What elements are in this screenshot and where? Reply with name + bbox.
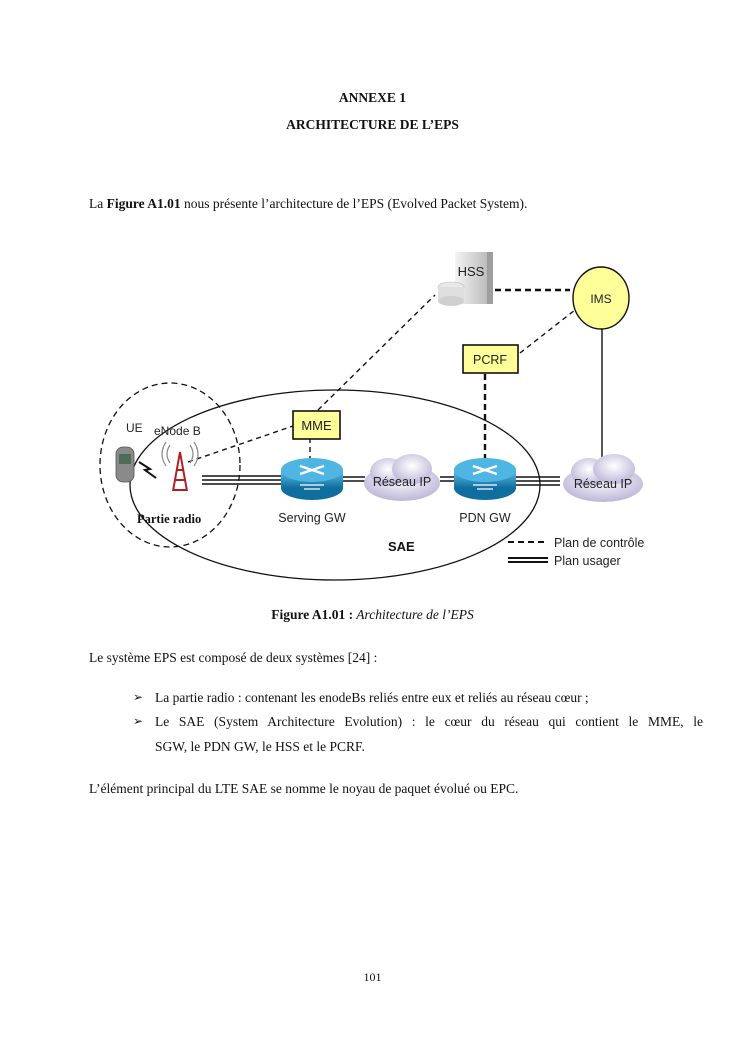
- arrow-bullet-icon: ➢: [133, 690, 144, 704]
- figure-caption: Figure A1.01 : Architecture de l’EPS: [0, 607, 745, 623]
- ims-node: [572, 266, 630, 330]
- pdn-gw-router-icon: [454, 458, 516, 500]
- intro-prefix: La: [89, 196, 107, 211]
- mme-label: MME: [301, 418, 332, 433]
- section-title: ARCHITECTURE DE L’EPS: [286, 117, 459, 132]
- ims-label: IMS: [590, 292, 611, 306]
- ip-network-cloud-icon: [563, 454, 643, 502]
- figure-reference: Figure A1.01: [106, 196, 181, 211]
- body-lead: Le système EPS est composé de deux systè…: [89, 650, 378, 665]
- radio-zone-label: Partie radio: [137, 512, 201, 526]
- legend-user-plane-label: Plan usager: [554, 554, 621, 568]
- radio-zone-boundary: [99, 382, 241, 548]
- enodeb-label: eNode B: [154, 424, 201, 438]
- intro-suffix: nous présente l’architecture de l’EPS (E…: [180, 196, 528, 211]
- radio-link-icon: [138, 461, 157, 479]
- bullet-text: SGW, le PDN GW, le HSS et le PCRF.: [155, 739, 365, 754]
- ue-label: UE: [126, 421, 143, 435]
- ip-network-2-label: Réseau IP: [574, 477, 632, 491]
- ue-phone-icon: [115, 446, 135, 483]
- serving-gw-router-icon: [281, 458, 343, 500]
- annex-title: ANNEXE 1: [338, 90, 407, 105]
- caption-text: Architecture de l’EPS: [353, 607, 474, 622]
- pcrf-node: [462, 344, 519, 374]
- page-number: 101: [363, 970, 382, 984]
- bullet-text: La partie radio : contenant les enodeBs …: [155, 690, 589, 705]
- control-plane-links: [187, 294, 576, 465]
- hss-server-icon: [437, 252, 493, 306]
- intro-paragraph: La Figure A1.01 nous présente l’architec…: [89, 196, 527, 212]
- caption-label: Figure A1.01 :: [271, 607, 354, 622]
- link-pcrf-ims: [519, 309, 576, 354]
- hss-label: HSS: [458, 264, 485, 279]
- pcrf-label: PCRF: [473, 353, 507, 367]
- bullet-text: Le SAE (System Architecture Evolution) :…: [155, 714, 703, 729]
- legend-user-plane-swatch: [508, 557, 548, 563]
- link-mme-hss: [317, 294, 436, 411]
- ip-network-1-label: Réseau IP: [373, 475, 431, 489]
- closing-paragraph: L’élément principal du LTE SAE se nomme …: [89, 781, 519, 796]
- pdn-gw-label: PDN GW: [459, 511, 511, 525]
- link-enodeb-mme: [187, 425, 294, 463]
- ip-network-cloud-icon: [364, 454, 440, 501]
- arrow-bullet-icon: ➢: [133, 714, 144, 728]
- sae-zone-label: SAE: [388, 539, 415, 554]
- legend-control-plane-label: Plan de contrôle: [554, 536, 644, 550]
- serving-gw-label: Serving GW: [278, 511, 346, 525]
- mme-node: [292, 410, 341, 440]
- enodeb-antenna-icon: [161, 441, 199, 492]
- eps-architecture-figure: HSS IMS PCRF MME UE eNode B Partie radio…: [99, 252, 644, 581]
